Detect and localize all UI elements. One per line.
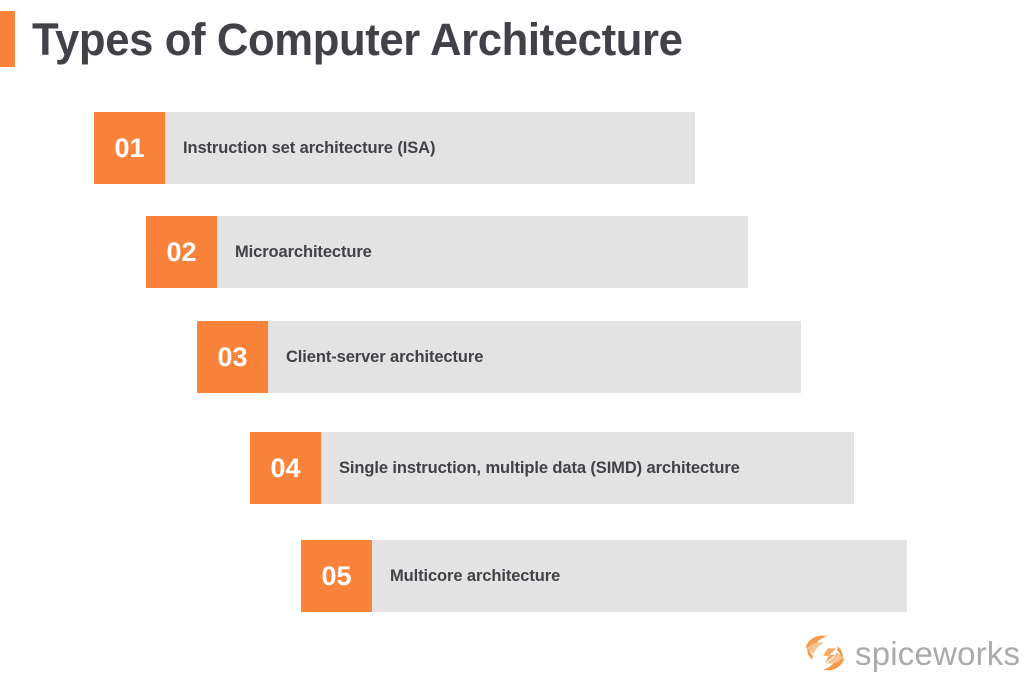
list-item-number: 05 — [301, 540, 372, 612]
list-item: 04 Single instruction, multiple data (SI… — [250, 432, 854, 504]
list-item-label: Single instruction, multiple data (SIMD)… — [339, 458, 740, 477]
spiceworks-logo: spiceworks — [802, 628, 1020, 678]
list-item-bar: Single instruction, multiple data (SIMD)… — [321, 432, 854, 504]
list-item-label: Instruction set architecture (ISA) — [183, 138, 436, 157]
list-item-bar: Microarchitecture — [217, 216, 748, 288]
list-item-bar: Client-server architecture — [268, 321, 801, 393]
list-item-number: 04 — [250, 432, 321, 504]
list-item-number: 02 — [146, 216, 217, 288]
title-accent-bar — [0, 11, 15, 67]
list-item-label: Client-server architecture — [286, 347, 484, 366]
list-item: 03 Client-server architecture — [197, 321, 801, 393]
list-item: 05 Multicore architecture — [301, 540, 907, 612]
list-item-bar: Multicore architecture — [372, 540, 907, 612]
spiceworks-swirl-icon — [805, 635, 845, 671]
list-item: 02 Microarchitecture — [146, 216, 748, 288]
list-item-label: Microarchitecture — [235, 242, 372, 261]
list-item-bar: Instruction set architecture (ISA) — [165, 112, 695, 184]
list-item-number: 01 — [94, 112, 165, 184]
list-item-label: Multicore architecture — [390, 566, 561, 585]
list-item-number: 03 — [197, 321, 268, 393]
page-title-text: Types of Computer Architecture — [32, 13, 683, 65]
spiceworks-wordmark: spiceworks — [855, 634, 1021, 672]
list-item: 01 Instruction set architecture (ISA) — [94, 112, 695, 184]
page-title: Types of Computer Architecture — [0, 10, 703, 68]
